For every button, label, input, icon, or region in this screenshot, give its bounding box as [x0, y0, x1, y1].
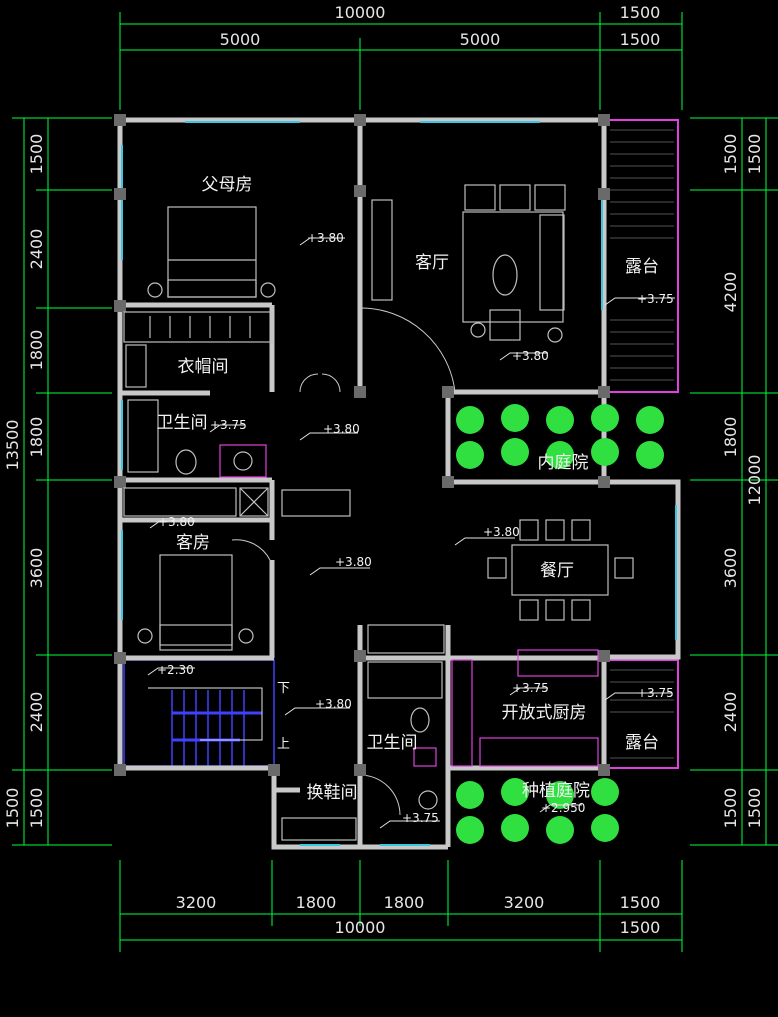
dim-bottom-2: 1800 — [384, 893, 425, 912]
windows — [121, 121, 677, 846]
dim-right-total: 12000 — [745, 455, 764, 506]
doors — [231, 307, 456, 816]
courtyard-plants — [456, 404, 664, 844]
level-bath-1: +3.75 — [210, 418, 247, 432]
room-living: 客厅 — [415, 253, 449, 273]
room-terrace-2: 露台 — [625, 733, 659, 753]
level-entry: +3.80 — [315, 697, 352, 711]
room-open-kitchen: 开放式厨房 — [502, 703, 587, 723]
level-planting: +2.950 — [541, 801, 585, 815]
level-parents: +3.80 — [307, 231, 344, 245]
level-kitchen: +3.75 — [512, 681, 549, 695]
room-inner-courtyard: 内庭院 — [538, 453, 589, 473]
staircase — [123, 659, 275, 767]
stair-down-label: 下 — [277, 681, 290, 696]
dimension-labels: 10000 1500 5000 5000 1500 13500 1500 240… — [3, 3, 764, 937]
dim-bottom-right-a: 1500 — [620, 893, 661, 912]
room-cloakroom: 衣帽间 — [178, 357, 229, 377]
level-bath-2: +3.75 — [402, 811, 439, 825]
level-wardrobe: +3.80 — [158, 515, 195, 529]
dim-left-total: 13500 — [3, 420, 22, 471]
dim-left-6: 1500 — [27, 788, 46, 829]
dim-left-2: 1800 — [27, 330, 46, 371]
dim-top-right-b: 1500 — [620, 30, 661, 49]
dim-right-3: 3600 — [721, 548, 740, 589]
dim-right-5b: 1500 — [745, 788, 764, 829]
dim-top-left: 5000 — [220, 30, 261, 49]
level-dining: +3.80 — [483, 525, 520, 539]
dim-right-5: 1500 — [721, 788, 740, 829]
dim-left-4: 3600 — [27, 548, 46, 589]
room-terrace-1: 露台 — [625, 257, 659, 277]
dim-left-5: 2400 — [27, 692, 46, 733]
level-hall: +3.80 — [335, 555, 372, 569]
dim-bottom-3: 3200 — [504, 893, 545, 912]
dim-right-4: 2400 — [721, 692, 740, 733]
room-labels: 父母房 衣帽间 卫生间 客房 客厅 露台 内庭院 餐厅 开放式厨房 露台 卫生间… — [157, 175, 660, 803]
dim-right-0b: 1500 — [745, 134, 764, 175]
dimension-lines — [12, 12, 778, 952]
room-planting-courtyard: 种植庭院 — [522, 781, 590, 801]
room-guest: 客房 — [176, 533, 210, 553]
dim-bottom-0: 3200 — [176, 893, 217, 912]
furniture — [123, 184, 634, 841]
dim-left-3: 1800 — [27, 417, 46, 458]
dim-left-0: 1500 — [27, 134, 46, 175]
dim-top-right-a: 1500 — [620, 3, 661, 22]
dim-right-2: 1800 — [721, 417, 740, 458]
columns — [114, 114, 610, 776]
level-marks — [147, 237, 675, 829]
level-terrace-2: +3.75 — [637, 686, 674, 700]
room-parents: 父母房 — [202, 175, 253, 195]
level-living: +3.80 — [512, 349, 549, 363]
room-shoe: 换鞋间 — [307, 783, 358, 803]
dim-left-bottom-extra: 1500 — [3, 788, 22, 829]
room-bathroom-2: 卫生间 — [367, 733, 418, 753]
dim-left-1: 2400 — [27, 229, 46, 270]
level-corridor: +3.80 — [323, 422, 360, 436]
dim-bottom-total: 10000 — [335, 918, 386, 937]
level-labels: +3.80 +3.80 +3.75 +3.75 +3.80 +3.80 +3.8… — [157, 231, 674, 825]
dim-bottom-right-b: 1500 — [620, 918, 661, 937]
room-bathroom-1: 卫生间 — [157, 413, 208, 433]
dim-top-total: 10000 — [335, 3, 386, 22]
stair-up-label: 上 — [277, 737, 290, 752]
level-stair: +2.30 — [157, 663, 194, 677]
dim-right-0: 1500 — [721, 134, 740, 175]
dim-top-mid: 5000 — [460, 30, 501, 49]
room-dining: 餐厅 — [540, 561, 574, 581]
dim-bottom-1: 1800 — [296, 893, 337, 912]
dim-right-1: 4200 — [721, 272, 740, 313]
level-terrace-1: +3.75 — [637, 292, 674, 306]
